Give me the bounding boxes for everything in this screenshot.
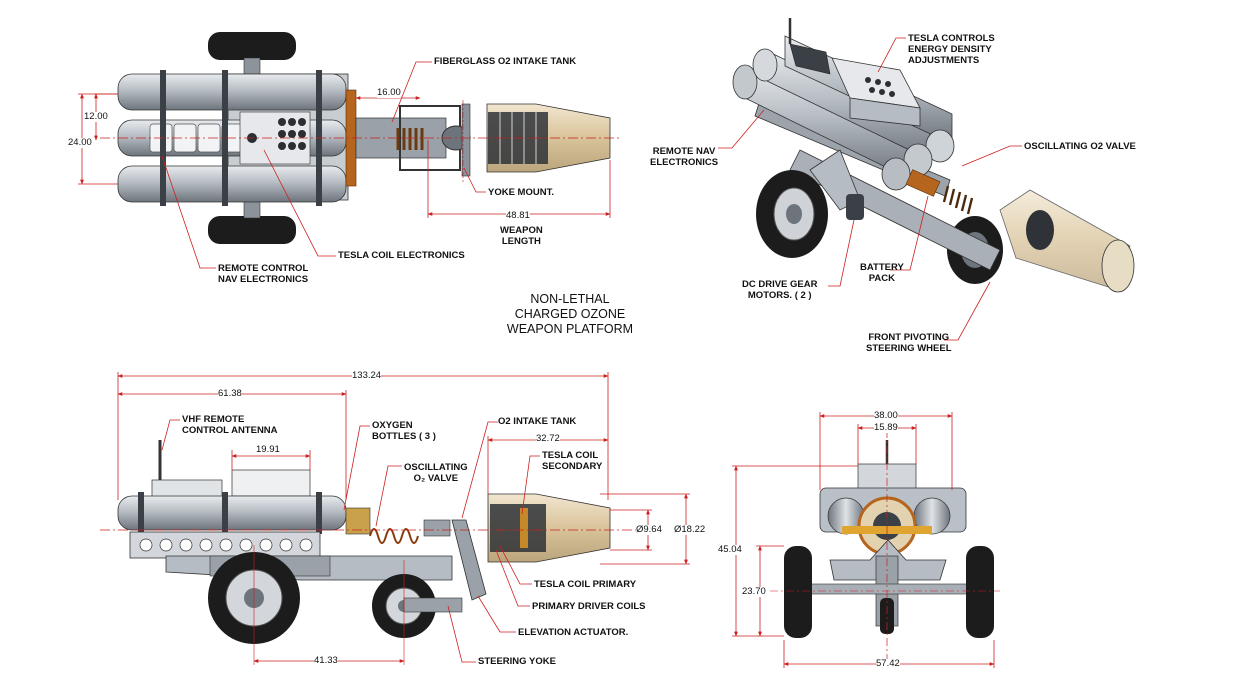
top-rear-wheel-upper — [208, 32, 296, 60]
callout-oscillating-valve-side-2: O₂ VALVE — [413, 473, 459, 484]
callout-tesla-controls-3: ADJUSTMENTS — [908, 55, 980, 66]
top-cylinder-3 — [117, 165, 347, 203]
callout-remote-nav-1: REMOTE NAV — [652, 146, 716, 157]
callout-battery-pack-1: BATTERY — [860, 262, 904, 273]
callout-oscillating-valve-side: OSCILLATING O₂ VALVE — [404, 462, 468, 484]
dim-side-133-24: 133.24 — [352, 370, 382, 381]
front-right-wheel — [966, 546, 994, 638]
callout-oscillating-valve-iso: OSCILLATING O2 VALVE — [1024, 141, 1136, 152]
callout-dc-drive: DC DRIVE GEAR MOTORS. ( 2 ) — [742, 279, 817, 301]
title-line-2: CHARGED OZONE — [514, 307, 626, 321]
dim-side-19-91: 19.91 — [256, 444, 280, 455]
callout-oxygen-bottles-1: OXYGEN — [372, 420, 413, 431]
callout-fiberglass-tank: FIBERGLASS O2 INTAKE TANK — [434, 56, 577, 67]
dim-top-16: 16.00 — [377, 87, 401, 98]
dim-side-41-33: 41.33 — [314, 655, 338, 666]
callout-remote-nav-2: ELECTRONICS — [650, 157, 719, 168]
callout-tesla-controls: TESLA CONTROLS ENERGY DENSITY ADJUSTMENT… — [908, 33, 995, 66]
callout-vhf-antenna: VHF REMOTE CONTROL ANTENNA — [182, 414, 278, 436]
dim-front-15-89: 15.89 — [874, 422, 898, 433]
callout-front-pivoting-2: STEERING WHEEL — [866, 343, 952, 354]
dim-front-57-42: 57.42 — [876, 658, 900, 669]
front-left-wheel — [784, 546, 812, 638]
top-rear-wheel-lower — [208, 216, 296, 244]
side-view — [100, 372, 690, 665]
dim-top-24: 24.00 — [68, 137, 92, 148]
callout-weapon-length-1: WEAPON — [500, 225, 543, 236]
callout-dc-drive-2: MOTORS. ( 2 ) — [747, 290, 812, 301]
callout-primary-driver: PRIMARY DRIVER COILS — [532, 601, 646, 612]
dim-front-45-04: 45.04 — [718, 544, 742, 555]
callout-tesla-controls-1: TESLA CONTROLS — [908, 33, 995, 44]
callout-battery-pack: BATTERY PACK — [860, 262, 904, 284]
callout-front-pivoting: FRONT PIVOTING STEERING WHEEL — [866, 332, 952, 354]
dim-top-48-81: 48.81 — [506, 210, 530, 221]
callout-remote-nav: REMOTE NAV ELECTRONICS — [650, 146, 718, 168]
callout-front-pivoting-1: FRONT PIVOTING — [868, 332, 950, 343]
top-view — [78, 32, 620, 269]
dim-side-61-38: 61.38 — [218, 388, 242, 399]
front-view — [732, 412, 1000, 668]
callout-oscillating-valve-side-1: OSCILLATING — [404, 462, 468, 473]
callout-dc-drive-1: DC DRIVE GEAR — [742, 279, 818, 290]
callout-steering-yoke: STEERING YOKE — [478, 656, 556, 667]
callout-remote-control-nav-1: REMOTE CONTROL — [218, 263, 309, 274]
dim-side-32-72: 32.72 — [536, 433, 560, 444]
callout-yoke-mount: YOKE MOUNT. — [488, 187, 554, 198]
callout-remote-control-nav: REMOTE CONTROL NAV ELECTRONICS — [218, 263, 308, 285]
callout-oxygen-bottles-2: BOTTLES ( 3 ) — [372, 431, 436, 442]
callout-weapon-length-2: LENGTH — [501, 236, 541, 247]
callout-o2-intake-tank: O2 INTAKE TANK — [498, 416, 577, 427]
dim-top-12: 12.00 — [84, 111, 108, 122]
callout-oxygen-bottles: OXYGEN BOTTLES ( 3 ) — [372, 420, 436, 442]
callout-tesla-secondary-2: SECONDARY — [542, 461, 603, 472]
callout-vhf-antenna-1: VHF REMOTE — [182, 414, 245, 425]
title-line-3: WEAPON PLATFORM — [506, 322, 634, 336]
dim-front-38-00: 38.00 — [874, 410, 898, 421]
callout-tesla-coil-electronics: TESLA COIL ELECTRONICS — [338, 250, 465, 261]
side-cylinder — [117, 495, 347, 531]
callout-vhf-antenna-2: CONTROL ANTENNA — [182, 425, 278, 436]
callout-weapon-length: WEAPON LENGTH — [500, 225, 543, 247]
callout-tesla-secondary: TESLA COIL SECONDARY — [542, 450, 602, 472]
title-line-1: NON-LETHAL — [530, 292, 610, 306]
drawing-title: NON-LETHAL CHARGED OZONE WEAPON PLATFORM — [500, 292, 640, 337]
callout-tesla-controls-2: ENERGY DENSITY — [908, 44, 992, 55]
dim-side-9-64: Ø9.64 — [636, 524, 662, 535]
callout-elevation-actuator: ELEVATION ACTUATOR. — [518, 627, 629, 638]
dim-front-23-70: 23.70 — [742, 586, 766, 597]
isometric-view — [718, 18, 1135, 341]
callout-remote-control-nav-2: NAV ELECTRONICS — [218, 274, 309, 285]
callout-tesla-primary: TESLA COIL PRIMARY — [534, 579, 637, 590]
dim-side-18-22: Ø18.22 — [674, 524, 706, 535]
callout-battery-pack-2: PACK — [868, 273, 896, 284]
callout-tesla-secondary-1: TESLA COIL — [542, 450, 599, 461]
top-cylinder-1 — [117, 73, 347, 111]
